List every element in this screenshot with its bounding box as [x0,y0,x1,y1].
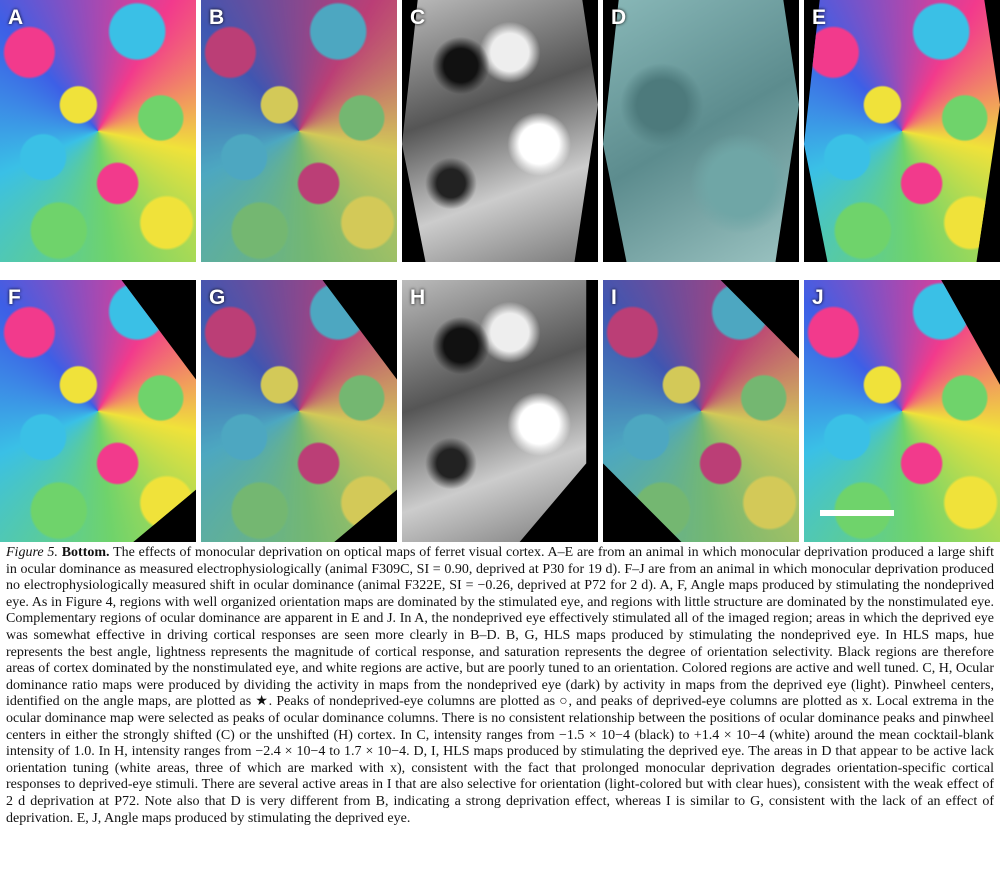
panel-g-image [201,280,397,542]
panel-f: F [0,280,196,542]
panel-label: I [611,286,617,309]
panel-a: A [0,0,196,262]
panel-e: E [804,0,1000,262]
panel-j-image [804,280,1000,542]
panel-label: G [209,286,226,309]
panel-c-image [402,0,598,262]
panel-label: E [812,6,827,29]
panel-d-image [603,0,799,262]
panel-label: B [209,6,225,29]
panel-d: D [603,0,799,262]
figure-label: Figure 5. [6,545,58,560]
panel-b: B [201,0,397,262]
panel-i: I [603,280,799,542]
panel-f-image [0,280,196,542]
panel-label: F [8,286,21,309]
scale-bar [820,510,894,516]
panel-b-image [201,0,397,262]
panel-c: C [402,0,598,262]
panel-i-image [603,280,799,542]
panel-label: J [812,286,824,309]
caption-text: The effects of monocular deprivation on … [6,545,995,826]
top-panel-row: A B C D E [0,0,1000,262]
panel-label: A [8,6,24,29]
panel-g: G [201,280,397,542]
panel-h-image [402,280,587,542]
figure-caption: Figure 5. Bottom. The effects of monocul… [6,545,994,827]
panel-h: H [402,280,598,542]
panel-label: D [611,6,627,29]
panel-label: C [410,6,426,29]
panel-j: J [804,280,1000,542]
panel-e-image [804,0,1000,262]
panel-a-image [0,0,196,262]
bottom-panel-row: F G H I J [0,280,1000,542]
caption-section: Bottom. [61,545,110,560]
panel-label: H [410,286,426,309]
